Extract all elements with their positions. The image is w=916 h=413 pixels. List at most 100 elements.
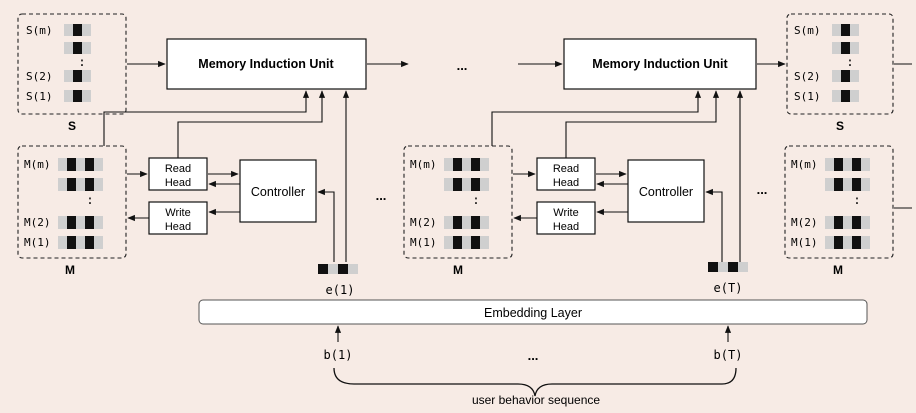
- controller-2: [627, 159, 705, 223]
- memory-cell: [82, 90, 91, 102]
- memory-cell: [841, 24, 850, 36]
- mid-m-cell-1: [444, 236, 489, 249]
- memory-cell: [94, 178, 103, 191]
- s-cell-2: [64, 70, 91, 82]
- memory-cell: [825, 178, 834, 191]
- memory-cell: [94, 216, 103, 229]
- memory-cell: [94, 158, 103, 171]
- read-head-1-l1: Read: [165, 163, 191, 175]
- s-2-label: S(2): [26, 70, 53, 83]
- s-vertical-ellipsis: :: [78, 55, 85, 69]
- b1-label: b(1): [324, 348, 353, 362]
- memory-cell: [852, 158, 861, 171]
- mid-m-m-label: M(m): [410, 158, 437, 171]
- eT-embedding-cells: [708, 262, 748, 272]
- embedding-layer-label: Embedding Layer: [484, 306, 582, 320]
- s-1-label: S(1): [26, 90, 53, 103]
- r-s-2-label: S(2): [794, 70, 821, 83]
- miu-2-label: Memory Induction Unit: [592, 57, 728, 71]
- memory-cell: [85, 216, 94, 229]
- memory-cell: [453, 216, 462, 229]
- eT-to-controller-arrow: [705, 188, 723, 262]
- read-to-miu-arrow: [177, 90, 326, 158]
- s-cell-m: [64, 24, 91, 36]
- memory-cell: [444, 158, 453, 171]
- memory-cell: [841, 90, 850, 102]
- memory-cell: [861, 216, 870, 229]
- memory-cell: [67, 158, 76, 171]
- memory-cell: [76, 158, 85, 171]
- write-head-1-l1: Write: [165, 207, 190, 219]
- m-caption: M: [65, 263, 75, 277]
- mid-m-vertical-ellipsis: :: [472, 193, 479, 207]
- memory-cell: [852, 178, 861, 191]
- r-s-cell-row: [832, 42, 859, 54]
- r-m-cell-2: [825, 216, 870, 229]
- read-head-2-l1: Read: [553, 163, 579, 175]
- m-cell-2: [58, 216, 103, 229]
- memory-cell: [843, 178, 852, 191]
- miu-1-label: Memory Induction Unit: [198, 57, 334, 71]
- write-head-1-l2: Head: [165, 221, 191, 233]
- memory-cell: [738, 262, 748, 272]
- controller-1: [239, 159, 317, 223]
- memory-cell: [73, 90, 82, 102]
- mid-m-1-label: M(1): [410, 236, 437, 249]
- write-head-2: [536, 201, 596, 235]
- s-memory-left-frame: [17, 13, 127, 115]
- memory-cell: [834, 158, 843, 171]
- r-s-cell-2: [832, 70, 859, 82]
- bT-label: b(T): [714, 348, 743, 362]
- memory-cell: [453, 178, 462, 191]
- memory-cell: [861, 178, 870, 191]
- memory-cell: [850, 24, 859, 36]
- memory-cell: [480, 216, 489, 229]
- memory-cell: [718, 262, 728, 272]
- memory-cell: [76, 216, 85, 229]
- memory-cell: [852, 236, 861, 249]
- s-cell-1: [64, 90, 91, 102]
- memory-cell: [480, 158, 489, 171]
- memory-cell: [348, 264, 358, 274]
- mid-m-cell-m: [444, 158, 489, 171]
- read-head-1: [148, 157, 208, 191]
- memory-cell: [841, 70, 850, 82]
- memory-cell: [834, 216, 843, 229]
- memory-cell: [825, 216, 834, 229]
- memory-cell: [841, 42, 850, 54]
- m-cell-row: [58, 178, 103, 191]
- mid-m-to-miu-arrow: [491, 90, 702, 146]
- sequence-label: user behavior sequence: [472, 393, 600, 407]
- memory-cell: [832, 24, 841, 36]
- memory-cell: [708, 262, 718, 272]
- memory-cell: [861, 158, 870, 171]
- memory-induction-unit-2: [563, 38, 757, 90]
- memory-cell: [73, 42, 82, 54]
- memory-cell: [444, 216, 453, 229]
- m-memory-mid-frame: [403, 145, 513, 259]
- memory-cell: [67, 178, 76, 191]
- memory-cell: [832, 70, 841, 82]
- memory-cell: [832, 42, 841, 54]
- memory-cell: [850, 70, 859, 82]
- memory-cell: [453, 236, 462, 249]
- r-m-cell-m: [825, 158, 870, 171]
- r-s-m-label: S(m): [794, 24, 821, 37]
- memory-cell: [471, 178, 480, 191]
- read-head-1-l2: Head: [165, 177, 191, 189]
- mid-m-2-label: M(2): [410, 216, 437, 229]
- m-2-label: M(2): [24, 216, 51, 229]
- memory-cell: [480, 236, 489, 249]
- memory-cell: [82, 42, 91, 54]
- memory-cell: [338, 264, 348, 274]
- memory-cell: [64, 70, 73, 82]
- memory-cell: [444, 236, 453, 249]
- r-s-vertical-ellipsis: :: [846, 55, 853, 69]
- m-cell-1: [58, 236, 103, 249]
- memory-cell: [728, 262, 738, 272]
- mid-m-cell-row: [444, 178, 489, 191]
- m-memory-right-frame: [784, 145, 894, 259]
- memory-cell: [843, 236, 852, 249]
- memory-cell: [85, 178, 94, 191]
